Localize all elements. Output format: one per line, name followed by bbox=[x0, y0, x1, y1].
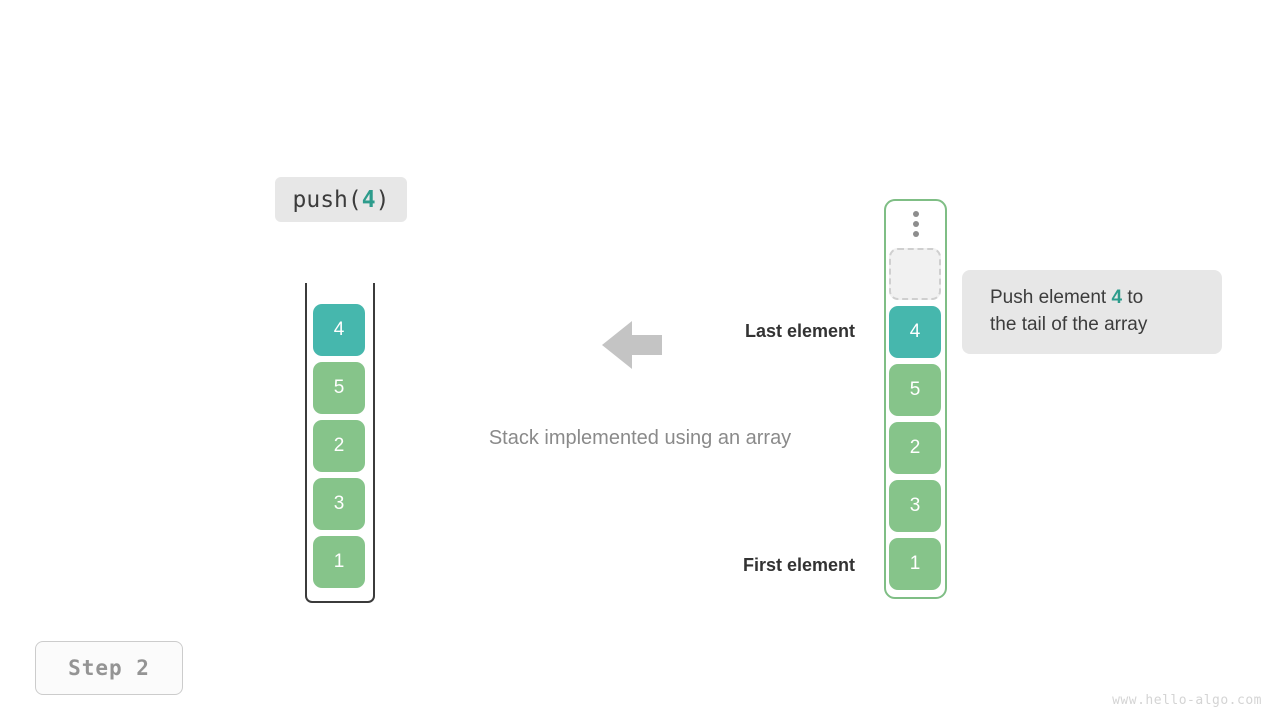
array-diagram: 4 5 2 3 1 bbox=[884, 199, 947, 599]
label-first-element: First element bbox=[742, 555, 855, 575]
stack-cell-value: 1 bbox=[333, 551, 345, 572]
ellipsis-dot bbox=[912, 221, 919, 227]
callout-text-before: Push element bbox=[990, 287, 1112, 308]
stack-cell-value: 5 bbox=[333, 377, 345, 398]
callout-highlight-value: 4 bbox=[1111, 287, 1123, 308]
watermark: www.hello-algo.com bbox=[1112, 693, 1262, 708]
stack-cell: 3 bbox=[313, 478, 365, 530]
step-badge: Step 2 bbox=[35, 641, 183, 695]
array-cell: 3 bbox=[889, 480, 941, 532]
stack-cell: 4 bbox=[313, 304, 365, 356]
ellipsis-dot bbox=[912, 231, 919, 237]
callout-text-after: to bbox=[1122, 287, 1144, 308]
array-cell-value: 4 bbox=[909, 321, 921, 342]
stack-cell: 2 bbox=[313, 420, 365, 472]
label-last-element: Last element bbox=[744, 321, 855, 341]
array-cell: 4 bbox=[889, 306, 941, 358]
stack-cell-value: 2 bbox=[333, 435, 345, 456]
array-cell: 5 bbox=[889, 364, 941, 416]
callout-note: Push element 4 to the tail of the array bbox=[962, 270, 1222, 354]
stack-cell: 1 bbox=[313, 536, 365, 588]
array-cell-value: 1 bbox=[909, 553, 921, 574]
diagram-caption: Stack implemented using an array bbox=[488, 427, 792, 449]
operation-argument: 4 bbox=[361, 186, 376, 213]
vertical-ellipsis-icon bbox=[884, 211, 947, 237]
array-cell-value: 2 bbox=[909, 437, 921, 458]
stack-cell: 5 bbox=[313, 362, 365, 414]
stack-cell-list: 4 5 2 3 1 bbox=[313, 304, 365, 588]
operation-label: push(4) bbox=[275, 177, 407, 222]
ellipsis-dot bbox=[912, 211, 919, 217]
array-cell: 1 bbox=[889, 538, 941, 590]
array-cell: 2 bbox=[889, 422, 941, 474]
callout-text-line2: the tail of the array bbox=[990, 314, 1148, 335]
array-cell-list: 4 5 2 3 1 bbox=[889, 248, 941, 590]
stack-cell-value: 4 bbox=[333, 319, 345, 340]
stack-diagram: 4 5 2 3 1 bbox=[305, 283, 375, 603]
operation-suffix: ) bbox=[375, 186, 390, 213]
stack-cell-value: 3 bbox=[333, 493, 345, 514]
left-arrow-icon bbox=[602, 318, 662, 372]
array-empty-slot bbox=[889, 248, 941, 300]
operation-prefix: push( bbox=[292, 186, 362, 213]
array-cell-value: 3 bbox=[909, 495, 921, 516]
array-cell-value: 5 bbox=[909, 379, 921, 400]
